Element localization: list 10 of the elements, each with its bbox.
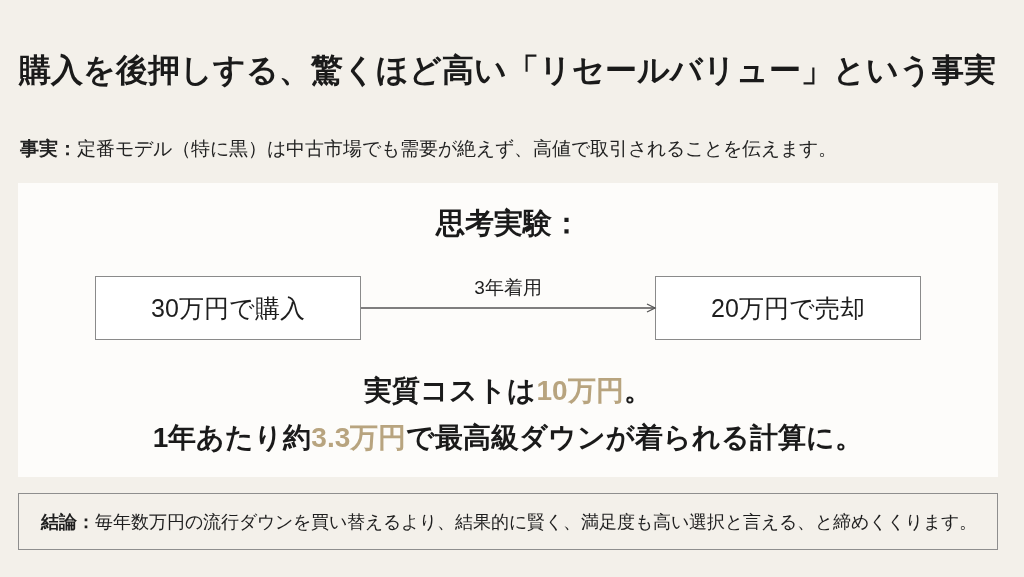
heading: 思考実験： <box>435 206 581 241</box>
arrow <box>360 303 656 313</box>
title: 購入を後押しする、驚くほど高い「リセールバリュー」という事実 <box>19 52 996 90</box>
conclusion-box: 結論：毎年数万円の流行ダウンを買い替えるより、結果的に賢く、満足度も高い選択と言える、と締めくくります。 <box>18 493 998 550</box>
panel <box>18 183 998 477</box>
note-text: 事実：定番モデル（特に黒）は中古市場でも需要が絶えず、高値で取引されることを伝えます。 <box>20 137 837 161</box>
result-text: 1年あたり約3.3万円で最高級ダウンが着られる計算に。 <box>152 421 864 455</box>
result-text: 実質コストは10万円。 <box>364 374 652 408</box>
process-box: 20万円で売却 <box>655 276 921 340</box>
process-box: 30万円で購入 <box>95 276 361 340</box>
